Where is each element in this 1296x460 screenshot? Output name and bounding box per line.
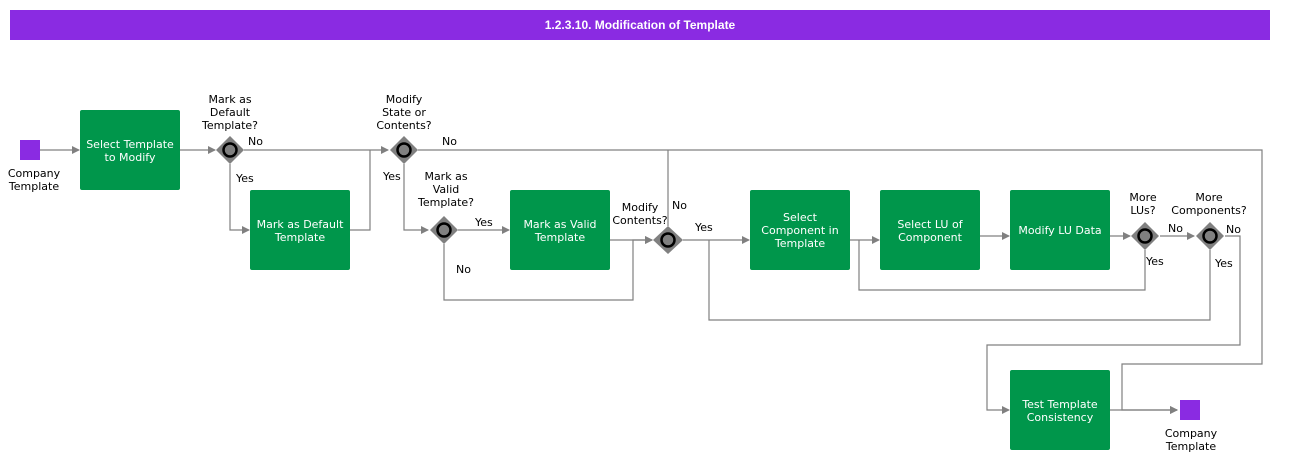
gateway-circle-icon	[1202, 228, 1218, 244]
gateway-modify-contents: Modify Contents?	[612, 201, 683, 254]
edge-g6-yes	[708, 240, 1211, 321]
gateway-label-line: More	[1195, 191, 1223, 204]
edge-label-g5-yes: Yes	[1145, 255, 1164, 268]
gateway-label-line: Components?	[1171, 204, 1247, 217]
gateway-label-line: Contents?	[376, 119, 431, 132]
edge-label-g5-no: No	[1168, 222, 1183, 235]
edge-label-g1-no: No	[248, 135, 263, 148]
task-label-line: to Modify	[105, 151, 156, 164]
edge-g2-no	[418, 149, 1263, 414]
task-label-line: Template	[534, 231, 585, 244]
edge-g1-yes	[229, 164, 250, 234]
edge-g5-yes	[858, 240, 1146, 291]
start-event-label-line-2: Template	[8, 180, 59, 193]
edge-label-g4-yes: Yes	[694, 221, 713, 234]
edge-label-g6-yes: Yes	[1214, 257, 1233, 270]
edge-label-g6-no: No	[1226, 223, 1241, 236]
task-label-line: Test Template	[1021, 398, 1098, 411]
task-mark-default: Mark as Default Template	[250, 190, 350, 270]
task-label-line: Component in	[761, 224, 838, 237]
gateway-label-line: LUs?	[1130, 204, 1155, 217]
gateway-label-line: Template?	[201, 119, 258, 132]
task-label-line: Consistency	[1027, 411, 1094, 424]
gateway-mark-valid: Mark as Valid Template?	[417, 170, 474, 244]
gateway-label-line: State or	[382, 106, 426, 119]
start-event-label-line-1: Company	[8, 167, 61, 180]
gateway-more-lus: More LUs?	[1129, 191, 1159, 250]
gateway-circle-icon	[660, 232, 676, 248]
gateway-label-line: Valid	[433, 183, 460, 196]
task-label-line: Mark as Valid	[523, 218, 596, 231]
task-label-line: Component	[898, 231, 963, 244]
gateway-more-components: More Components?	[1171, 191, 1247, 250]
end-event-label-line-2: Template	[1165, 440, 1216, 453]
gateway-label-line: Modify	[386, 93, 423, 106]
gateway-label-line: Contents?	[612, 214, 667, 227]
start-event: Company Template	[8, 140, 61, 193]
task-label-line: Mark as Default	[257, 218, 344, 231]
edge-label-g2-yes: Yes	[382, 170, 401, 183]
gateway-label-line: Default	[210, 106, 251, 119]
gateway-mark-default: Mark as Default Template?	[201, 93, 258, 164]
task-label-line: Select	[783, 211, 818, 224]
gateway-modify-state: Modify State or Contents?	[376, 93, 432, 164]
task-mark-valid: Mark as Valid Template	[510, 190, 610, 270]
edge-labels: No Yes No Yes Yes No No Yes No Yes No Ye…	[235, 135, 1241, 276]
edges	[40, 146, 1263, 414]
gateway-circle-icon	[436, 222, 452, 238]
end-event: Company Template	[1165, 400, 1218, 453]
edge-label-g4-no: No	[672, 199, 687, 212]
task-label-line: Template	[274, 231, 325, 244]
edge-label-g1-yes: Yes	[235, 172, 254, 185]
task-select-component: Select Component in Template	[750, 190, 850, 270]
task-test-consistency: Test Template Consistency	[1010, 370, 1110, 450]
edge-label-g3-yes: Yes	[474, 216, 493, 229]
gateway-label-line: Template?	[417, 196, 474, 209]
task-select-template: Select Template to Modify	[80, 110, 180, 190]
task-select-lu: Select LU of Component	[880, 190, 980, 270]
edge-default-to-g2	[350, 150, 371, 231]
edge-label-g3-no: No	[456, 263, 471, 276]
task-label-line: Select Template	[86, 138, 174, 151]
end-event-label-line-1: Company	[1165, 427, 1218, 440]
task-label-line: Select LU of	[897, 218, 963, 231]
diagram-title: 1.2.3.10. Modification of Template	[10, 10, 1270, 40]
gateway-circle-icon	[222, 142, 238, 158]
gateway-label-line: Mark as	[424, 170, 467, 183]
gateway-label-line: Modify	[622, 201, 659, 214]
edge-g6-no	[986, 235, 1241, 414]
gateway-circle-icon	[1137, 228, 1153, 244]
gateway-label-line: Mark as	[208, 93, 251, 106]
gateway-circle-icon	[396, 142, 412, 158]
task-label-line: Modify LU Data	[1018, 224, 1101, 237]
gateway-label-line: More	[1129, 191, 1157, 204]
task-label-line: Template	[774, 237, 825, 250]
edge-label-g2-no: No	[442, 135, 457, 148]
edge-g2-yes	[403, 164, 429, 234]
task-modify-lu: Modify LU Data	[1010, 190, 1110, 270]
